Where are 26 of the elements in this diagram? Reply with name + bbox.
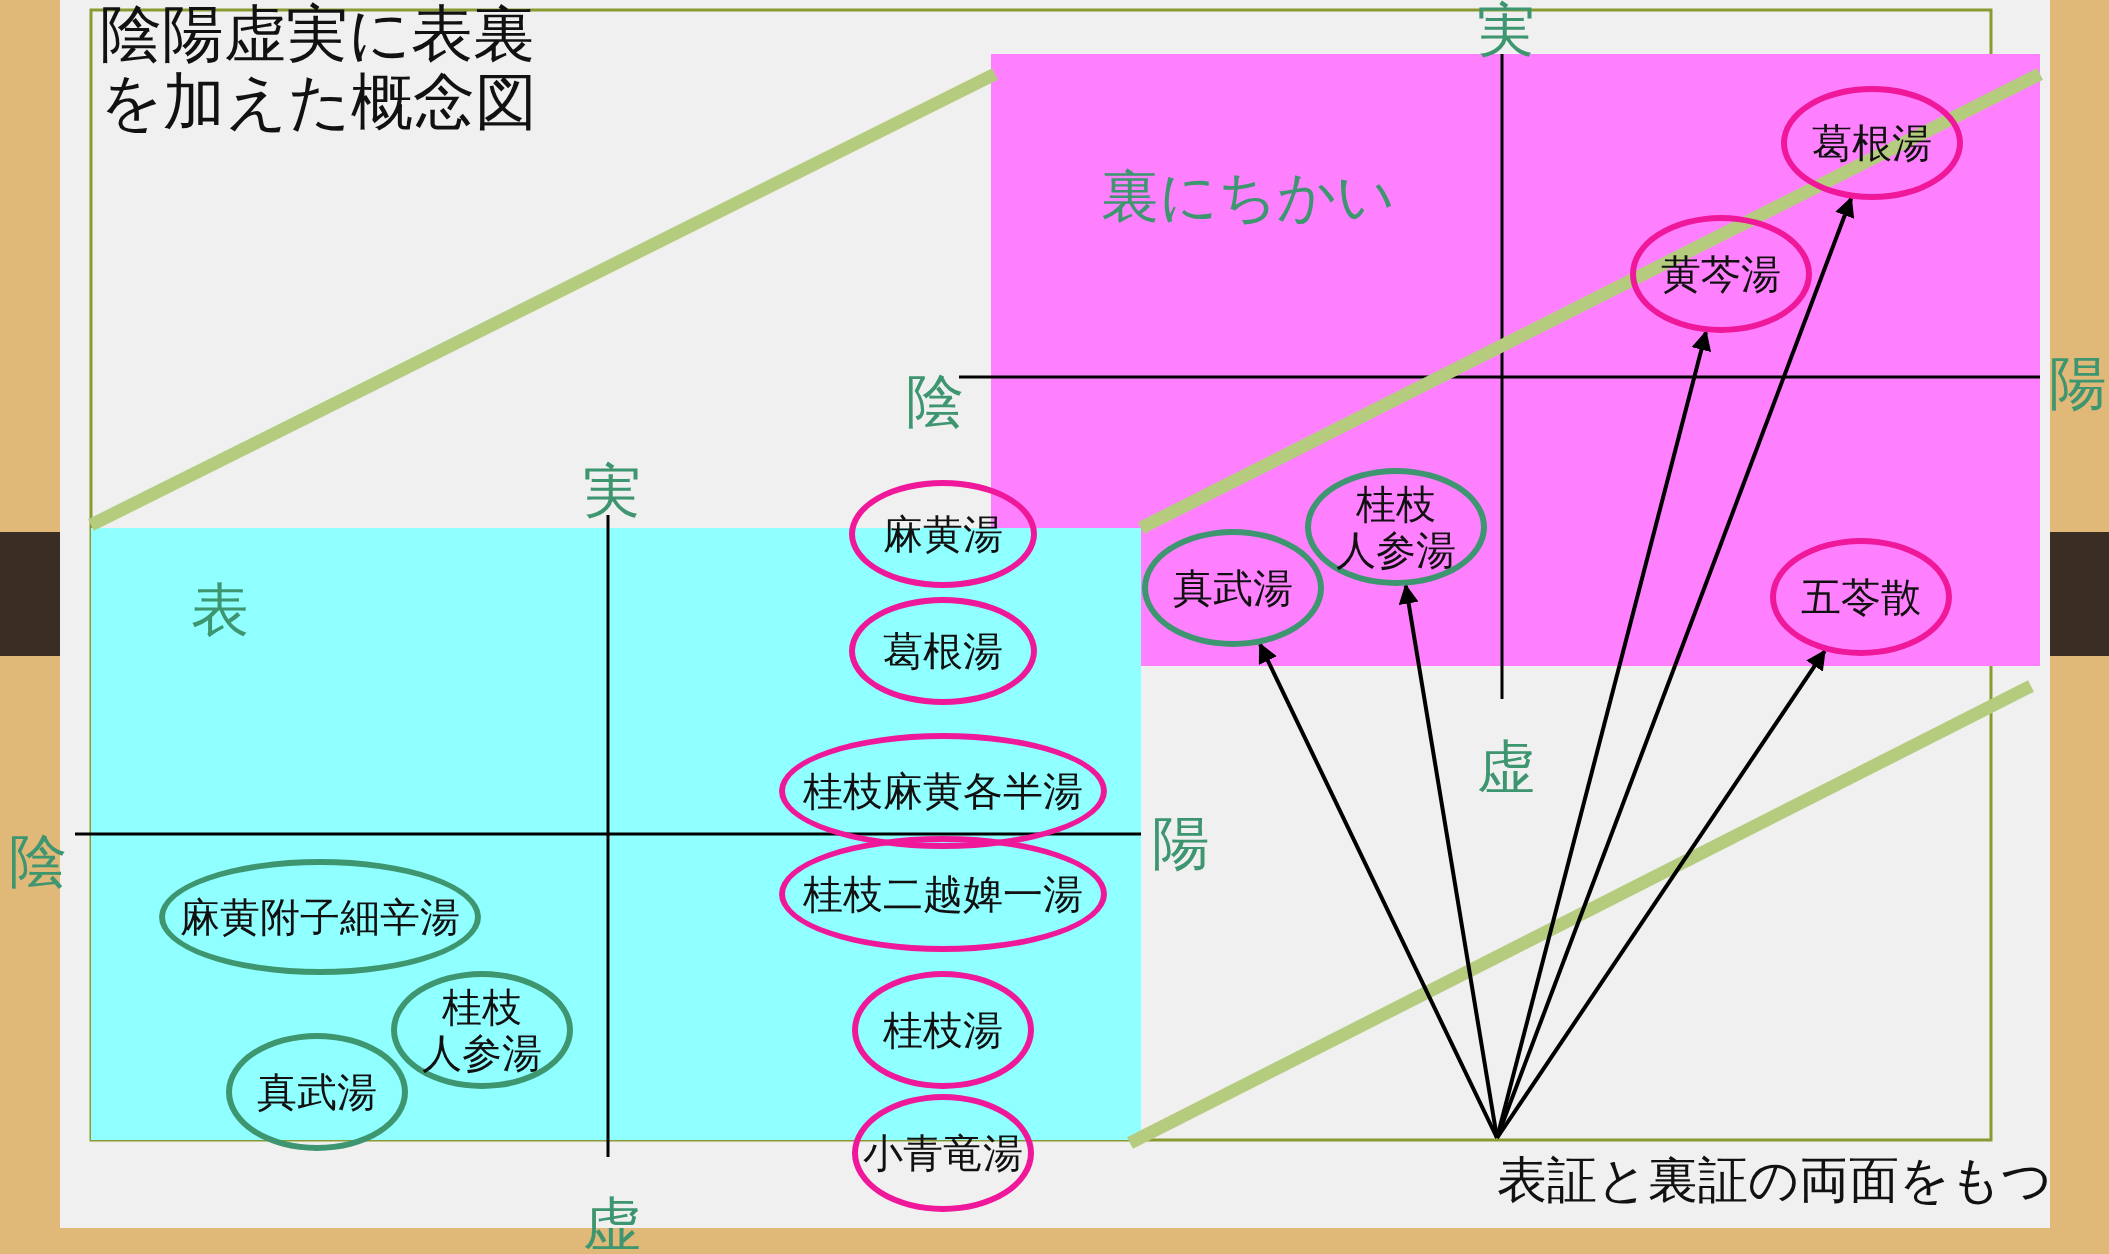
axis-label: 虚 <box>1477 737 1535 797</box>
axis-label: 実 <box>583 461 641 521</box>
arrow <box>1398 583 1499 1139</box>
axis-label: 陰 <box>906 371 964 431</box>
ellipse-label: 桂枝二越婢一湯 <box>779 836 1107 952</box>
ellipse-label: 桂枝麻黄各半湯 <box>779 733 1107 849</box>
axis-label: 陽 <box>2049 353 2107 413</box>
arrow <box>1495 196 1855 1139</box>
arrow <box>1258 642 1499 1139</box>
ellipse-label: 桂枝湯 <box>852 971 1034 1089</box>
ellipse-label: 小青竜湯 <box>852 1094 1034 1212</box>
arrow <box>1495 649 1827 1140</box>
axis-label: 実 <box>1477 0 1535 60</box>
ellipse-label: 麻黄附子細辛湯 <box>159 859 481 975</box>
title-text: 陰陽虚実に表裏を加えた概念図 <box>100 0 538 136</box>
ellipse-label: 桂枝人参湯 <box>1305 468 1487 586</box>
ellipse-label: 黄芩湯 <box>1630 215 1812 333</box>
axis-label: 陽 <box>1152 813 1210 873</box>
arrow <box>1495 330 1712 1139</box>
ellipse-label: 五苓散 <box>1770 538 1952 656</box>
ellipse-label: 桂枝人参湯 <box>391 971 573 1089</box>
ellipse-label: 葛根湯 <box>849 597 1037 705</box>
region-label: 表 <box>191 578 249 642</box>
ellipse-label: 真武湯 <box>226 1033 408 1151</box>
region-label: 裏にちかい <box>1101 164 1395 228</box>
note-text: 表証と裏証の両面をもつ <box>1497 1150 2052 1210</box>
